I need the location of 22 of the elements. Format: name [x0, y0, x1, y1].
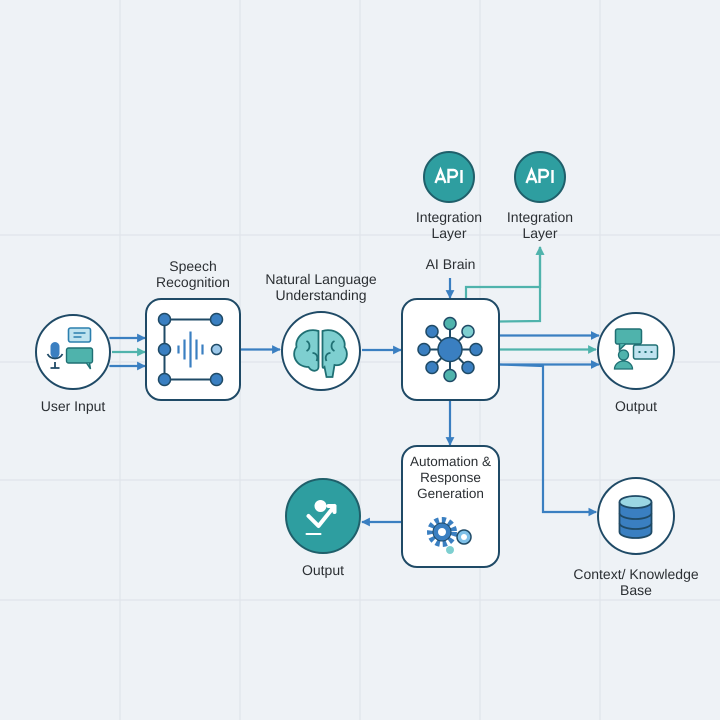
arrow — [446, 278, 454, 299]
node-label: Natural Language Understanding — [264, 271, 378, 303]
arrow — [500, 363, 598, 516]
arrow — [361, 518, 401, 526]
node-label: Output — [300, 562, 346, 578]
arrow — [241, 345, 281, 354]
arrow — [112, 348, 146, 356]
arrow — [109, 334, 146, 342]
node-label: Automation & Response Generation — [408, 454, 492, 502]
arrow — [500, 246, 544, 323]
arrow — [500, 331, 600, 340]
node-label: Output — [614, 398, 658, 414]
arrow — [362, 346, 402, 354]
node-label: Integration Layer — [414, 209, 484, 241]
arrow — [500, 345, 597, 354]
node-label: User Input — [40, 398, 106, 414]
arrow — [109, 362, 146, 370]
arrow — [446, 401, 454, 446]
node-label: AI Brain — [424, 256, 476, 272]
node-label: Context/ Knowledge Base — [572, 566, 700, 598]
node-label: Integration Layer — [506, 209, 574, 241]
node-label: Speech Recognition — [155, 258, 231, 290]
